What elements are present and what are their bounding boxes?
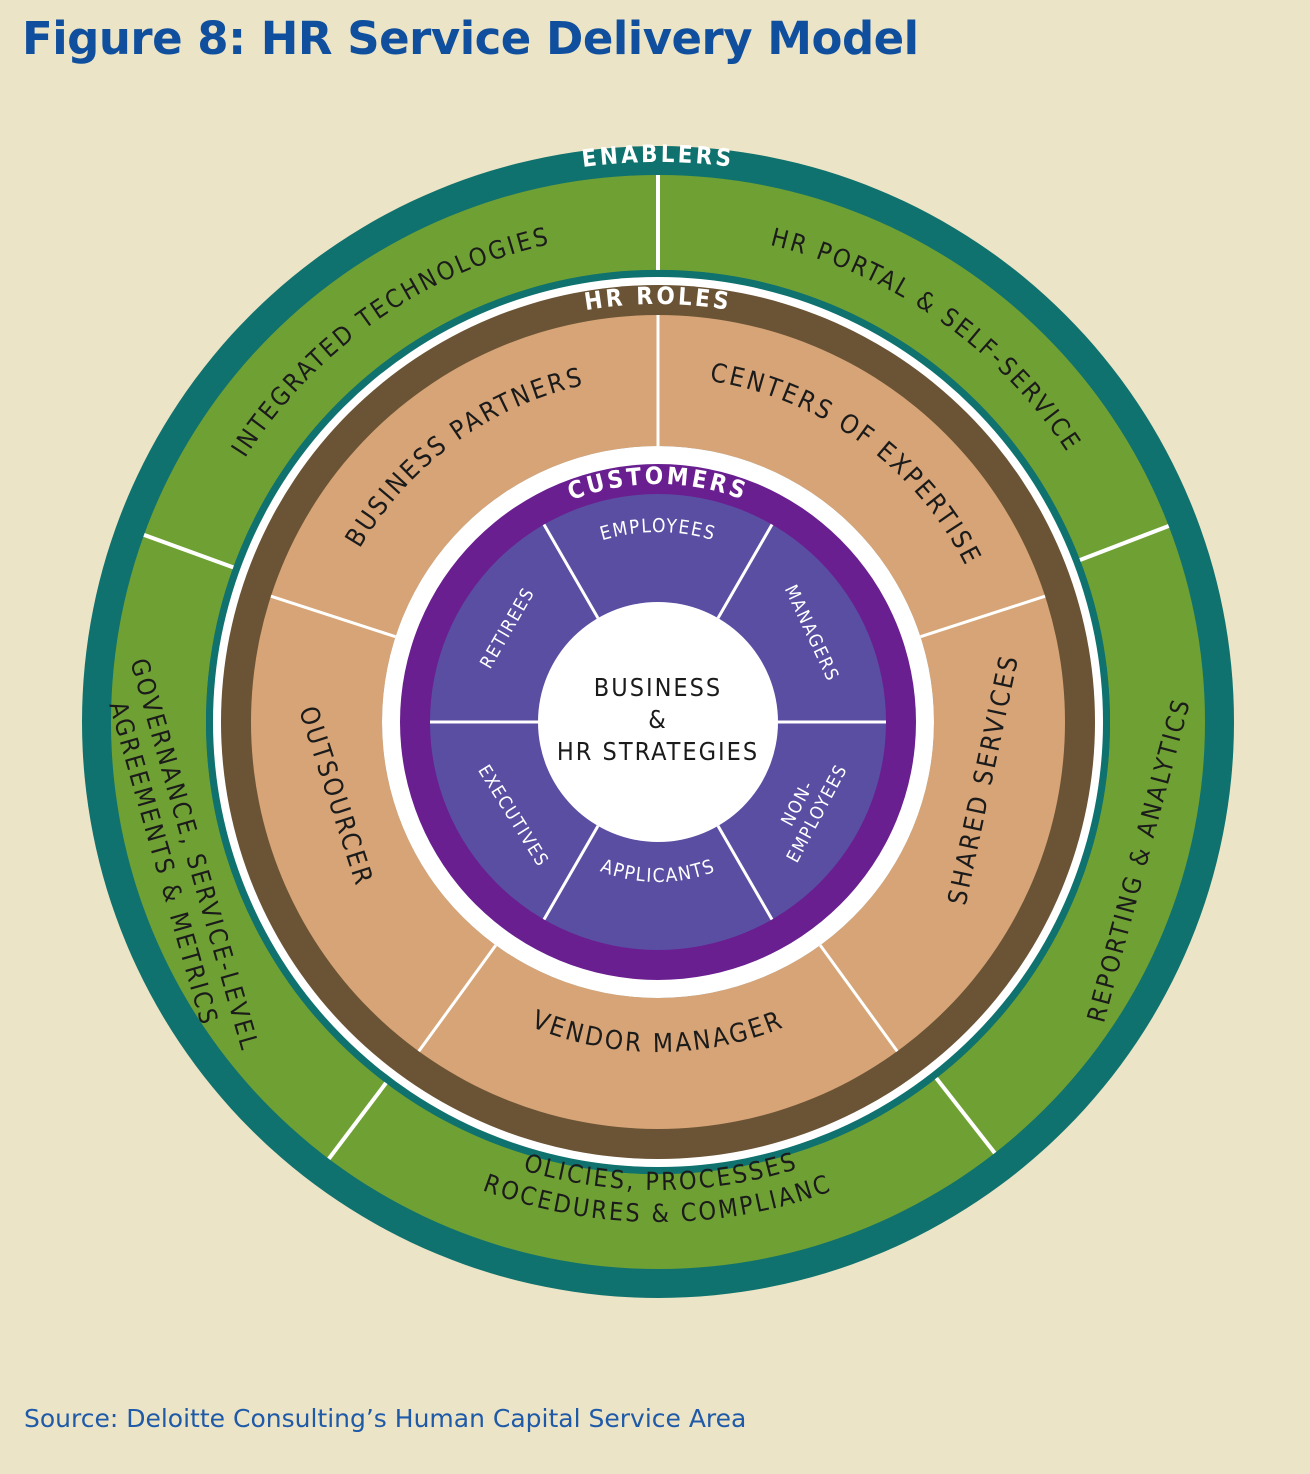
customers-divider-6 — [542, 523, 600, 619]
hr-roles-segments-band — [251, 315, 1065, 1129]
center-circle — [538, 602, 778, 842]
center-line: HR STRATEGIES — [557, 737, 759, 766]
figure-title: Figure 8: HR Service Delivery Model — [22, 12, 919, 65]
center-strategies-label: BUSINESS & HR STRATEGIES — [557, 673, 759, 766]
enablers-ring-label: ENABLERS — [580, 140, 736, 173]
source-note: Source: Deloitte Consulting’s Human Capi… — [24, 1404, 747, 1433]
segment-dividers — [143, 175, 1170, 1161]
hr-roles-divider-2 — [920, 594, 1046, 639]
customers-divider-4 — [542, 825, 600, 921]
customers-divider-3 — [716, 825, 774, 921]
center-line: BUSINESS — [594, 673, 722, 702]
enablers-divider-4 — [327, 1081, 388, 1161]
diagram-rings — [82, 146, 1234, 1298]
enablers-divider-5 — [143, 533, 234, 570]
customers-divider-1 — [716, 523, 774, 619]
hr-roles-divider-5 — [270, 594, 396, 639]
hr-roles-divider-3 — [819, 944, 899, 1053]
enablers-ring-label-text: ENABLERS — [580, 140, 733, 173]
enablers-divider-3 — [934, 1076, 997, 1155]
hr-roles-divider-4 — [417, 944, 497, 1053]
center-line: & — [648, 705, 668, 734]
enablers-divider-2 — [1079, 524, 1170, 562]
